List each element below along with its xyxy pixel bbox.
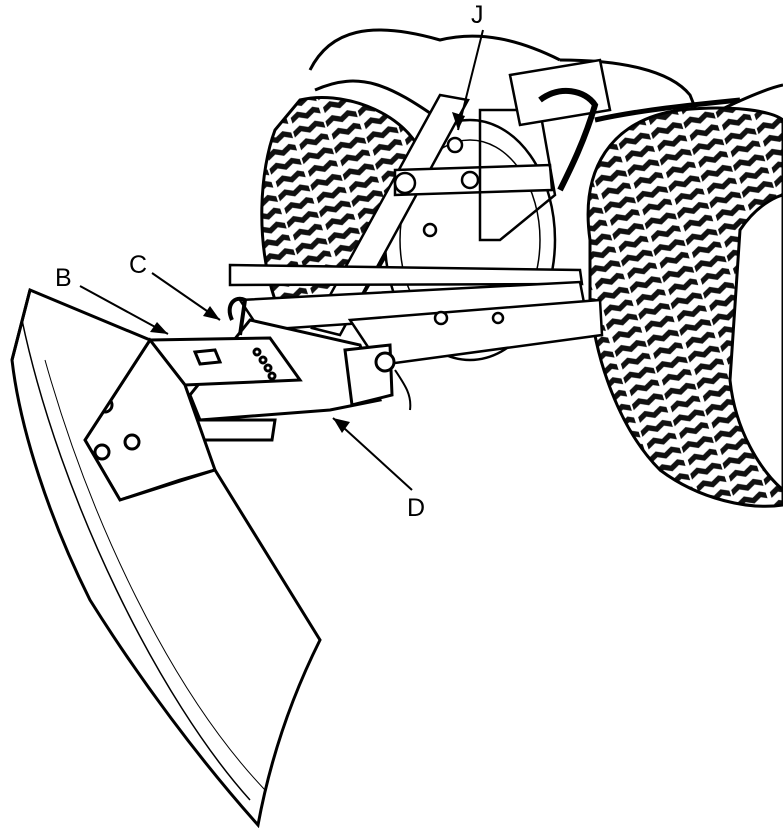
leader-b-arrow [150,322,168,334]
leader-d-arrow [333,418,350,433]
blade [10,287,322,828]
leader-b [79,285,169,335]
callout-label-c: C [129,251,148,279]
leader-j [457,29,484,131]
right-rear-tire [586,106,783,508]
callout-leaders [79,29,484,491]
leader-d [332,417,413,491]
leader-c-arrow [203,306,220,320]
hitch-linkage [228,58,612,367]
leader-j-arrow [452,112,465,130]
callout-label-d: D [407,494,426,522]
callout-label-b: B [55,264,72,292]
callout-label-j: J [471,1,484,29]
